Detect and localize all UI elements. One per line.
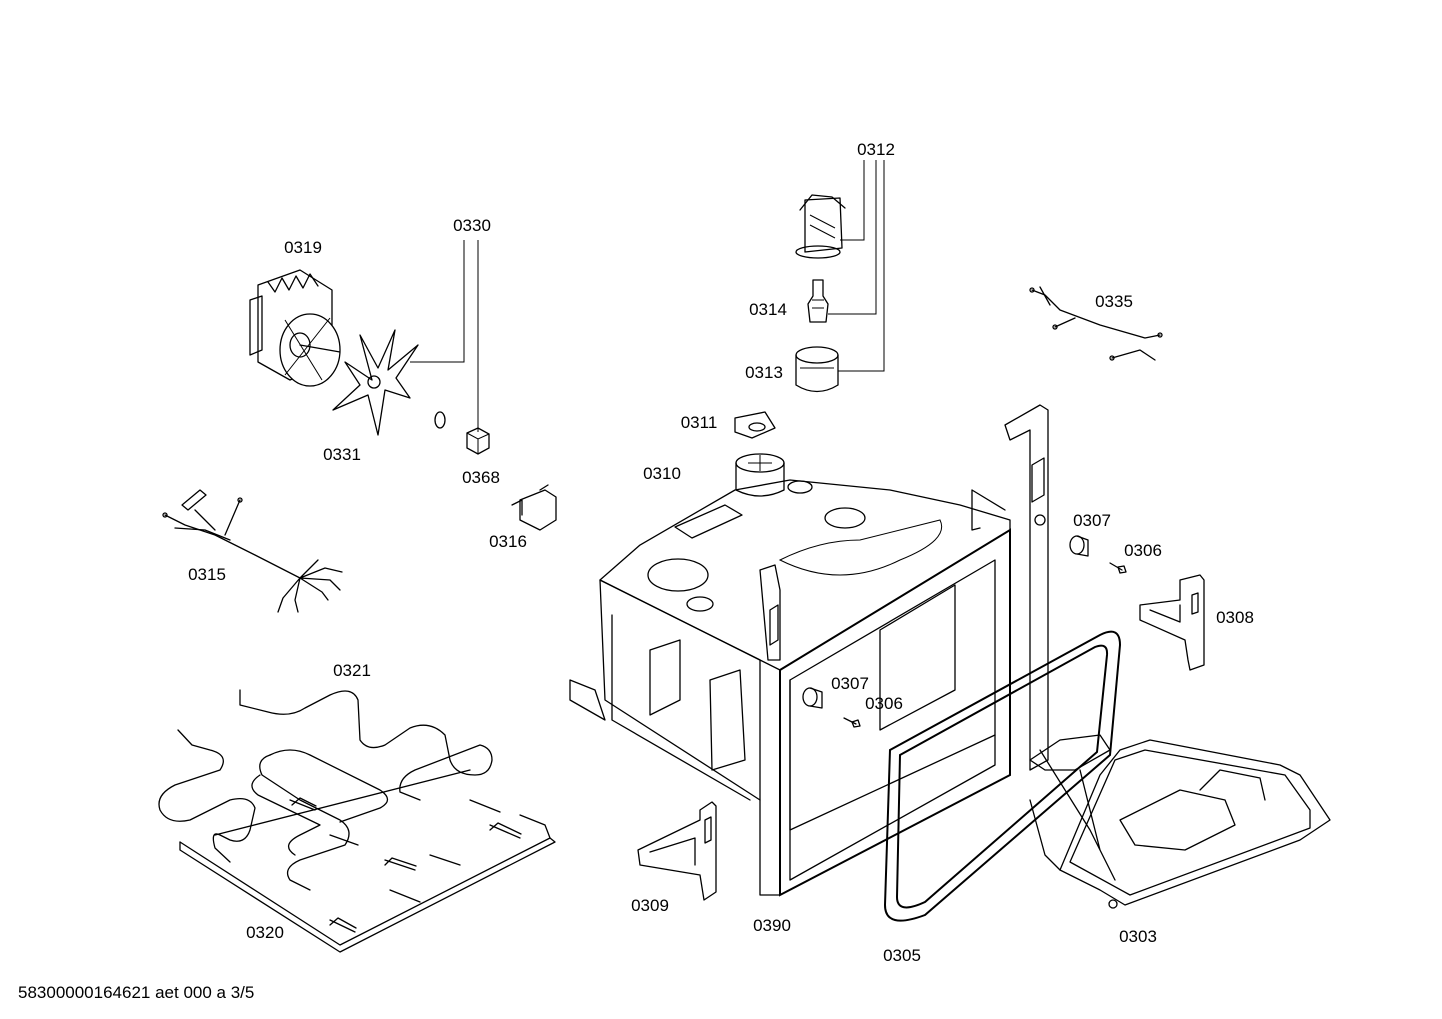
label-0306-mid: 0306 xyxy=(865,694,903,713)
label-0335: 0335 xyxy=(1095,292,1133,311)
part-0315-wiring-harness xyxy=(162,489,343,613)
label-0319: 0319 xyxy=(284,238,322,257)
label-0308: 0308 xyxy=(1216,608,1254,627)
leader-0312-b xyxy=(828,160,877,315)
part-0313-lamp-cover xyxy=(795,346,839,393)
part-0321-heating-element xyxy=(158,689,493,891)
part-0308-bracket xyxy=(1139,574,1205,671)
label-0314: 0314 xyxy=(749,300,787,319)
part-0307-knob-right xyxy=(1069,535,1089,557)
leader-0312-c xyxy=(838,160,885,372)
part-0306-screw-mid xyxy=(843,717,861,728)
part-0307-knob-mid xyxy=(802,687,823,709)
part-0368-nut xyxy=(434,411,490,455)
part-0309-bracket xyxy=(637,801,717,901)
label-0390: 0390 xyxy=(753,916,791,935)
part-0390-oven-cavity xyxy=(569,404,1049,897)
label-0306-right: 0306 xyxy=(1124,541,1162,560)
label-0320: 0320 xyxy=(246,923,284,942)
label-0309: 0309 xyxy=(631,896,669,915)
part-0316-switch xyxy=(511,484,557,531)
part-0319-fan-motor xyxy=(249,269,341,387)
part-0314-bulb xyxy=(807,279,829,323)
label-0331: 0331 xyxy=(323,445,361,464)
part-0335-cable xyxy=(1029,286,1163,361)
part-0305-shelf-support-frame xyxy=(883,630,1122,922)
footer-document-id: 58300000164621 aet 000 a 3/5 xyxy=(18,983,254,1002)
leader-0312-a xyxy=(840,160,865,241)
part-0306-screw-right xyxy=(1109,562,1127,574)
part-0312-lamp-holder xyxy=(795,194,846,259)
label-0330: 0330 xyxy=(453,216,491,235)
label-0321: 0321 xyxy=(333,661,371,680)
leader-0330 xyxy=(410,240,465,363)
part-0320-element-support xyxy=(179,769,556,953)
label-0307-mid: 0307 xyxy=(831,674,869,693)
part-0311-bracket xyxy=(734,411,776,439)
label-0310: 0310 xyxy=(643,464,681,483)
part-0331-fan-wheel xyxy=(332,329,419,436)
label-0311: 0311 xyxy=(681,413,718,432)
label-0303: 0303 xyxy=(1119,927,1157,946)
part-0310-fan-cover-ring xyxy=(735,453,785,497)
label-0312: 0312 xyxy=(857,140,895,159)
label-0307-right: 0307 xyxy=(1073,511,1111,530)
label-0315: 0315 xyxy=(188,565,226,584)
part-0303-rack xyxy=(1029,734,1331,909)
label-0313: 0313 xyxy=(745,363,783,382)
label-0316: 0316 xyxy=(489,532,527,551)
label-0368: 0368 xyxy=(462,468,500,487)
label-0305: 0305 xyxy=(883,946,921,965)
